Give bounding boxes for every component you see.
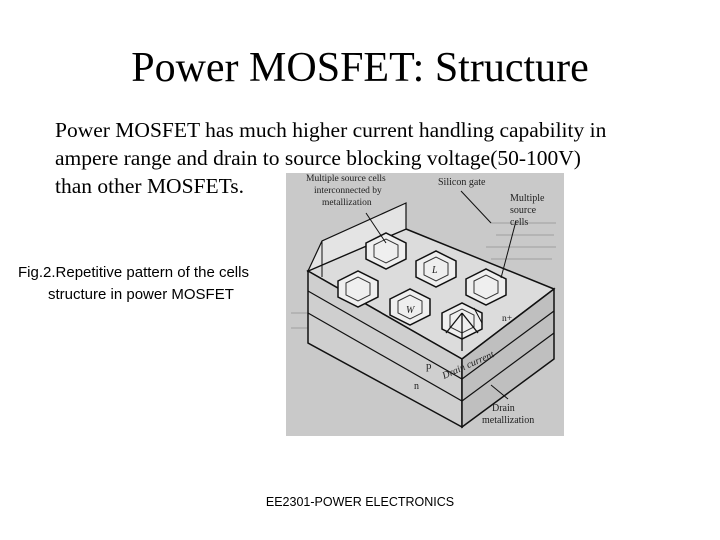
- label-multiple: Multiple: [510, 193, 545, 204]
- label-metallization: metallization: [322, 198, 372, 208]
- mosfet-structure-figure: Multiple source cells interconnected by …: [286, 173, 564, 436]
- label-nplus: n+: [502, 314, 512, 324]
- label-drain-metallization: metallization: [482, 415, 534, 426]
- hex-cells: [337, 232, 507, 340]
- caption-line: structure in power MOSFET: [48, 286, 234, 303]
- body-line: than other MOSFETs.: [55, 174, 245, 198]
- scan-noise: [291, 222, 556, 329]
- label-multiple-source-cells: Multiple source cells: [306, 174, 386, 184]
- slide-title: Power MOSFET: Structure: [131, 45, 589, 91]
- label-p: p: [426, 360, 432, 372]
- current-arrows: [445, 312, 479, 351]
- label-cells: cells: [510, 217, 528, 228]
- body-line: ampere range and drain to source blockin…: [55, 146, 581, 170]
- mosfet-diagram: Multiple source cells interconnected by …: [286, 173, 564, 436]
- body-paragraph: Power MOSFET has much higher current han…: [55, 116, 695, 200]
- label-silicon-gate: Silicon gate: [438, 177, 486, 188]
- label-W: W: [406, 305, 416, 316]
- p-layer-line: [307, 312, 555, 402]
- nplus-layer-line: [307, 290, 555, 380]
- label-drain: Drain: [492, 403, 515, 414]
- label-L: L: [431, 265, 438, 276]
- body-line: Power MOSFET has much higher current han…: [55, 118, 607, 142]
- slide-footer: EE2301-POWER ELECTRONICS: [265, 495, 455, 509]
- block-right-face: [461, 287, 555, 429]
- label-interconnected: interconnected by: [314, 186, 382, 196]
- label-source: source: [510, 205, 537, 216]
- figure-caption: Fig.2.Repetitive pattern of the cells st…: [18, 262, 314, 306]
- pointer-lines: [365, 190, 517, 400]
- label-n: n: [414, 381, 419, 392]
- caption-line: Fig.2.Repetitive pattern of the cells: [18, 264, 249, 281]
